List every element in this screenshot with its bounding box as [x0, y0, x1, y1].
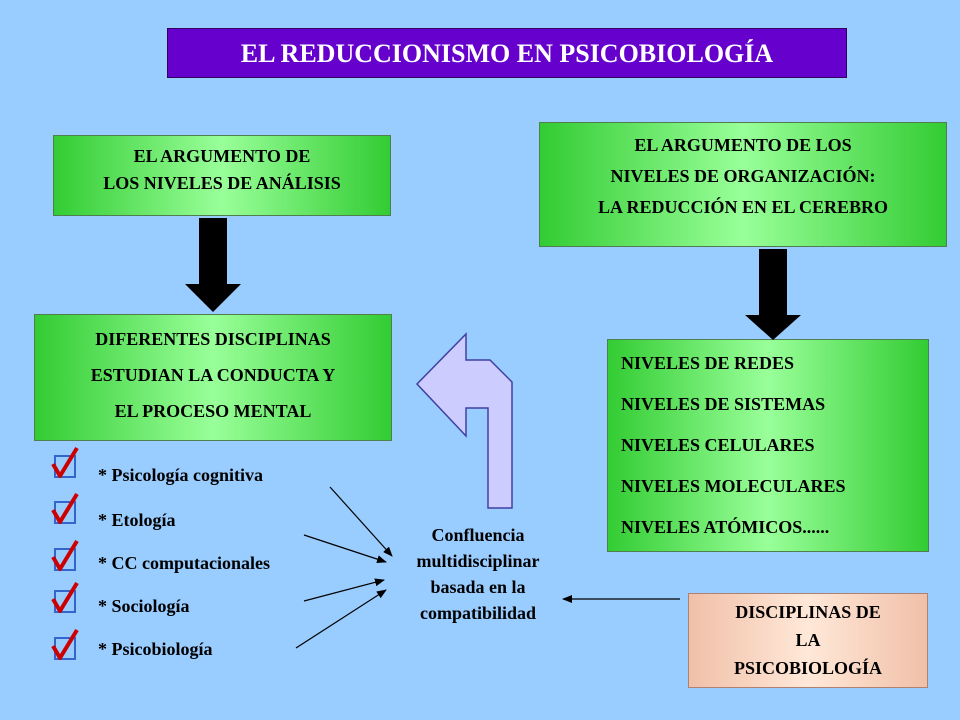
- connector-arrow: [329, 486, 393, 557]
- disciplines-study-box: DIFERENTES DISCIPLINAS ESTUDIAN LA CONDU…: [34, 314, 392, 441]
- discipline-item: * CC computacionales: [98, 553, 270, 573]
- checkmark-icon: [51, 446, 79, 478]
- box-line: LOS NIVELES DE ANÁLISIS: [103, 173, 341, 193]
- down-arrow-icon: [745, 249, 801, 340]
- discipline-item: * Etología: [98, 510, 176, 530]
- level-item: NIVELES CELULARES: [621, 435, 815, 455]
- connector-arrow: [295, 589, 387, 649]
- down-arrow-icon: [185, 218, 241, 312]
- discipline-item: * Psicobiología: [98, 639, 213, 659]
- box-line: LA: [795, 630, 821, 650]
- confluence-line: compatibilidad: [419, 603, 537, 623]
- confluence-line: basada en la: [430, 577, 526, 597]
- discipline-item: * Sociología: [98, 596, 190, 616]
- discipline-item: * Psicología cognitiva: [98, 465, 263, 485]
- checkmark-icon: [51, 628, 79, 660]
- level-item: NIVELES DE REDES: [621, 353, 795, 373]
- box-line: EL ARGUMENTO DE: [133, 146, 311, 166]
- confluence-line: Confluencia: [431, 525, 525, 545]
- level-item: NIVELES MOLECULARES: [621, 476, 846, 496]
- hollow-bent-arrow-icon: [415, 332, 513, 509]
- connector-arrow: [303, 534, 387, 563]
- box-line: EL ARGUMENTO DE LOS: [634, 135, 852, 155]
- psychobiology-disciplines-box: DISCIPLINAS DE LA PSICOBIOLOGÍA: [688, 593, 928, 688]
- checkmark-icon: [51, 581, 79, 613]
- box-line: PSICOBIOLOGÍA: [733, 658, 883, 678]
- checkmark-icon: [51, 492, 79, 524]
- level-item: NIVELES ATÓMICOS......: [621, 517, 830, 537]
- confluence-line: multidisciplinar: [416, 551, 540, 571]
- checkmark-icon: [51, 539, 79, 571]
- page-title: EL REDUCCIONISMO EN PSICOBIOLOGÍA: [167, 28, 847, 78]
- organization-levels-list-box: NIVELES DE REDES NIVELES DE SISTEMAS NIV…: [607, 339, 929, 552]
- level-item: NIVELES DE SISTEMAS: [621, 394, 826, 414]
- box-line: NIVELES DE ORGANIZACIÓN:: [610, 166, 876, 186]
- box-line: EL PROCESO MENTAL: [114, 401, 312, 421]
- box-line: DISCIPLINAS DE: [735, 602, 881, 622]
- box-line: ESTUDIAN LA CONDUCTA Y: [90, 365, 336, 385]
- levels-of-organization-box: EL ARGUMENTO DE LOS NIVELES DE ORGANIZAC…: [539, 122, 947, 247]
- box-line: LA REDUCCIÓN EN EL CEREBRO: [597, 197, 889, 217]
- levels-of-analysis-box: EL ARGUMENTO DE LOS NIVELES DE ANÁLISIS: [53, 135, 391, 216]
- box-line: DIFERENTES DISCIPLINAS: [95, 329, 331, 349]
- confluence-label: Confluencia multidisciplinar basada en l…: [378, 522, 578, 626]
- connector-arrow: [303, 578, 385, 602]
